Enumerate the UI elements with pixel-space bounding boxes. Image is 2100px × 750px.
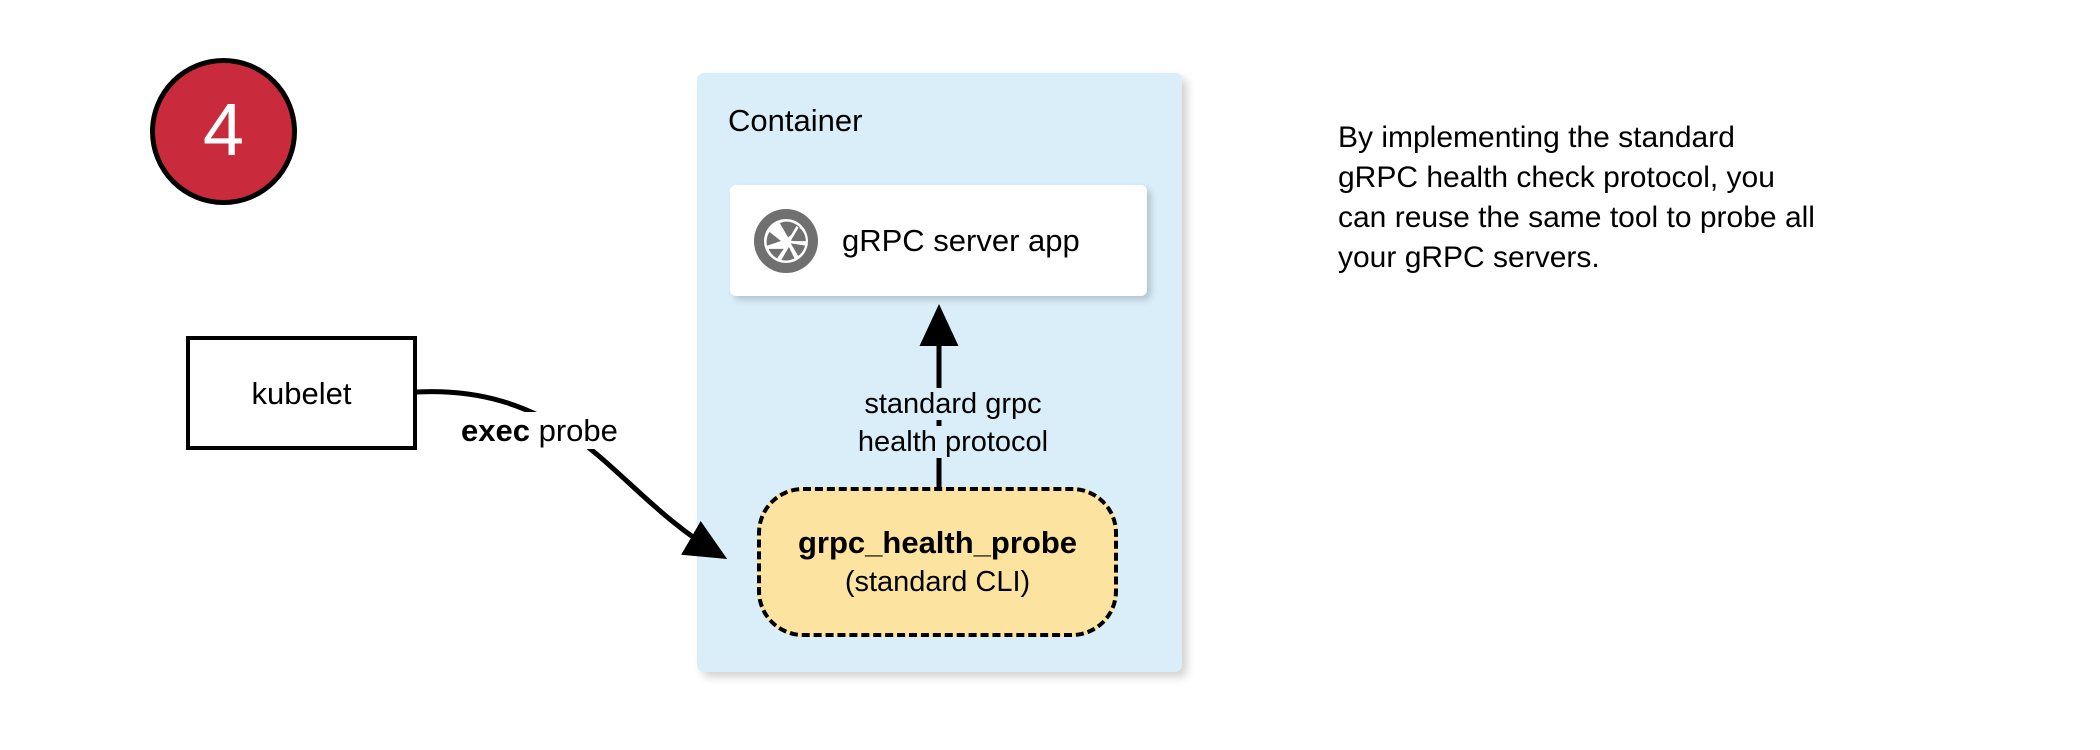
- grpc-health-probe-subtitle: (standard CLI): [844, 566, 1031, 598]
- protocol-line-1: standard grpc: [859, 388, 1047, 420]
- grpc-server-app-card: gRPC server app: [730, 185, 1147, 296]
- note-line-1: By implementing the standard: [1338, 121, 1735, 154]
- note-line-4: your gRPC servers.: [1338, 241, 1600, 274]
- container-title: Container: [728, 103, 863, 138]
- aperture-icon: [754, 208, 818, 273]
- note-line-2: gRPC health check protocol, you: [1338, 161, 1775, 194]
- step-number-text: 4: [202, 87, 245, 171]
- explanatory-note: By implementing the standard gRPC health…: [1338, 118, 1938, 278]
- health-protocol-edge-label: standard grpc health protocol: [843, 385, 1063, 461]
- exec-probe-suffix: probe: [529, 413, 618, 448]
- protocol-line-2: health protocol: [852, 426, 1054, 458]
- kubelet-label: kubelet: [251, 375, 352, 411]
- exec-keyword: exec: [461, 413, 530, 448]
- step-number-badge: 4: [150, 58, 297, 205]
- exec-probe-edge-label: exec probe: [455, 412, 624, 449]
- grpc-health-probe-title: grpc_health_probe: [797, 525, 1078, 560]
- note-line-3: can reuse the same tool to probe all: [1338, 201, 1815, 234]
- grpc-server-app-label: gRPC server app: [842, 223, 1080, 258]
- kubelet-node: kubelet: [186, 336, 417, 450]
- grpc-health-probe-node: grpc_health_probe (standard CLI): [757, 487, 1118, 637]
